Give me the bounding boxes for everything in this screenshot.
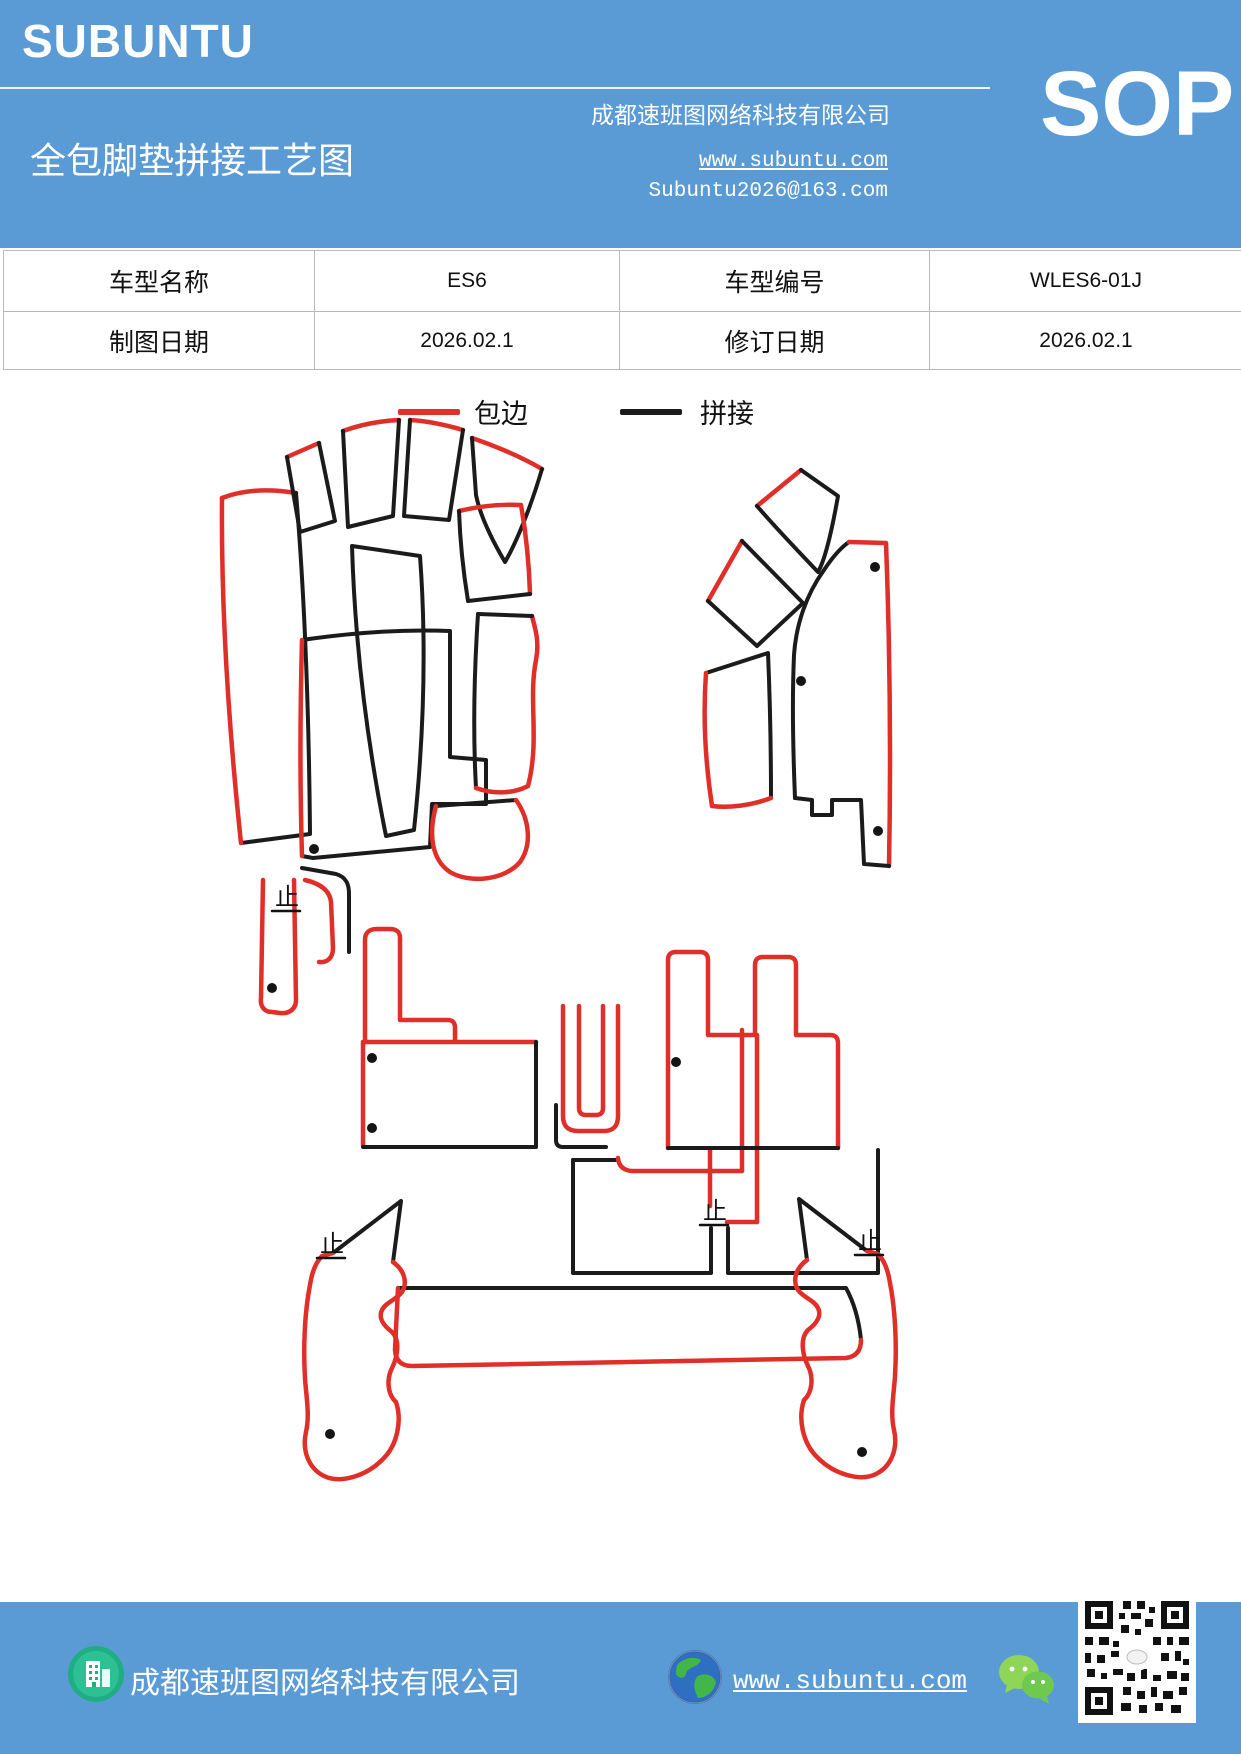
alignment-dot bbox=[367, 1123, 377, 1133]
stop-marks: 止 止 止 止 bbox=[270, 884, 885, 1260]
header-divider bbox=[0, 87, 990, 89]
stop-mark-label: 止 bbox=[858, 1228, 882, 1255]
alignment-dot bbox=[267, 983, 277, 993]
mat-edge-red bbox=[360, 1039, 539, 1148]
mat-edge-red bbox=[362, 926, 458, 1045]
header-website-link[interactable]: www.subuntu.com bbox=[698, 150, 888, 173]
mat-seam-black bbox=[755, 468, 840, 574]
mat-seam-black bbox=[341, 418, 401, 529]
table-row: 制图日期 2026.02.1 修订日期 2026.02.1 bbox=[3, 311, 1241, 370]
mat-seam-black bbox=[476, 612, 534, 618]
mat-edge-red bbox=[665, 949, 841, 1151]
passenger-mat-group bbox=[702, 467, 893, 869]
mat-edge-red bbox=[705, 538, 745, 604]
wechat-icon bbox=[999, 1655, 1054, 1704]
mat-edge-red bbox=[302, 1250, 407, 1482]
model-code-value: WLES6-01J bbox=[929, 250, 1241, 312]
mat-seam-black bbox=[554, 1103, 608, 1149]
alignment-dot bbox=[857, 1447, 867, 1457]
mat-seam-black bbox=[434, 798, 518, 808]
stop-mark-label: 止 bbox=[320, 1231, 344, 1258]
vehicle-info-table: 车型名称 ES6 车型编号 WLES6-01J 制图日期 2026.02.1 修… bbox=[3, 250, 1241, 370]
mat-edge-red bbox=[576, 1003, 606, 1118]
draw-date-label: 制图日期 bbox=[3, 311, 315, 370]
mat-edge-red bbox=[298, 637, 305, 859]
alignment-dot bbox=[671, 1057, 681, 1067]
mat-seam-black bbox=[361, 1040, 538, 1149]
mat-edge-red bbox=[456, 502, 533, 597]
revise-date-value: 2026.02.1 bbox=[929, 311, 1241, 370]
mat-seam-black bbox=[239, 491, 312, 845]
mat-seam-black bbox=[300, 628, 488, 860]
mat-seam-black bbox=[797, 1197, 869, 1262]
footer-website-link[interactable]: www.subuntu.com bbox=[733, 1666, 968, 1696]
legend: 包边 拼接 bbox=[0, 392, 1241, 432]
table-row: 车型名称 ES6 车型编号 WLES6-01J bbox=[3, 250, 1241, 312]
edge-binding-label: 包边 bbox=[474, 399, 528, 429]
mat-edge-red bbox=[846, 539, 893, 869]
mat-edge-red bbox=[219, 495, 244, 846]
mat-edge-red bbox=[702, 670, 774, 809]
qr-code bbox=[1078, 1593, 1196, 1723]
brand-logo: SUBUNTU bbox=[22, 15, 254, 67]
sop-badge: SOP bbox=[1040, 53, 1235, 155]
mat-seam-black bbox=[350, 544, 426, 838]
footer-company-name: 成都速班图网络科技有限公司 bbox=[130, 1667, 520, 1700]
alignment-dot bbox=[873, 826, 883, 836]
building-icon bbox=[68, 1646, 124, 1702]
mat-seam-black bbox=[571, 1158, 713, 1275]
mat-edge-red bbox=[754, 467, 804, 509]
mat-seam-black bbox=[704, 651, 773, 800]
mat-seam-black bbox=[472, 612, 480, 790]
page-title: 全包脚垫拼接工艺图 bbox=[30, 141, 355, 181]
model-name-value: ES6 bbox=[314, 250, 620, 312]
seam-splice-label: 拼接 bbox=[700, 399, 754, 429]
mat-edge-red bbox=[615, 1027, 745, 1174]
mat-seam-black bbox=[331, 1199, 403, 1264]
mat-edge-red bbox=[258, 877, 299, 1016]
globe-icon bbox=[668, 1650, 722, 1704]
mat-edge-red bbox=[429, 797, 531, 882]
model-name-label: 车型名称 bbox=[3, 250, 315, 312]
mat-seam-black bbox=[726, 1148, 880, 1275]
alignment-dot bbox=[309, 844, 319, 854]
mat-seam-black bbox=[402, 418, 465, 522]
rear-mat-group bbox=[302, 926, 898, 1482]
mat-seam-black bbox=[300, 866, 351, 954]
mat-seam-black bbox=[790, 540, 851, 800]
mat-edge-red bbox=[219, 488, 299, 501]
alignment-dots bbox=[267, 562, 883, 1457]
alignment-dot bbox=[325, 1429, 335, 1439]
mat-edge-red bbox=[793, 1248, 898, 1480]
mat-edge-red bbox=[302, 877, 336, 965]
header-banner: SUBUNTU 成都速班图网络科技有限公司 全包脚垫拼接工艺图 SOP www.… bbox=[0, 0, 1241, 248]
mat-seam-black bbox=[285, 441, 337, 534]
header-company-name: 成都速班图网络科技有限公司 bbox=[591, 103, 890, 128]
mat-edge-red bbox=[340, 417, 402, 434]
mat-edge-red bbox=[284, 440, 322, 460]
draw-date-value: 2026.02.1 bbox=[314, 311, 620, 370]
stop-mark-label: 止 bbox=[703, 1198, 727, 1225]
mat-edge-red bbox=[560, 1003, 621, 1134]
mat-seam-black bbox=[457, 509, 532, 603]
mat-seam-black bbox=[706, 539, 805, 648]
alignment-dot bbox=[796, 676, 806, 686]
stop-mark-label: 止 bbox=[275, 884, 299, 911]
mat-edge-red bbox=[392, 1285, 864, 1369]
mat-edge-red bbox=[469, 435, 545, 472]
mat-edge-red bbox=[473, 613, 540, 795]
alignment-dot bbox=[367, 1053, 377, 1063]
alignment-dot bbox=[870, 562, 880, 572]
mat-seam-black bbox=[470, 436, 544, 564]
driver-mat-group bbox=[219, 417, 545, 1016]
seam-splice-swatch bbox=[620, 409, 682, 415]
mat-seam-black bbox=[793, 796, 891, 868]
header-email: Subuntu2026@163.com bbox=[648, 180, 888, 203]
mat-seam-black bbox=[396, 1286, 863, 1342]
model-code-label: 车型编号 bbox=[619, 250, 930, 312]
edge-binding-swatch bbox=[398, 409, 460, 415]
mat-edge-red bbox=[407, 417, 466, 433]
revise-date-label: 修订日期 bbox=[619, 311, 930, 370]
